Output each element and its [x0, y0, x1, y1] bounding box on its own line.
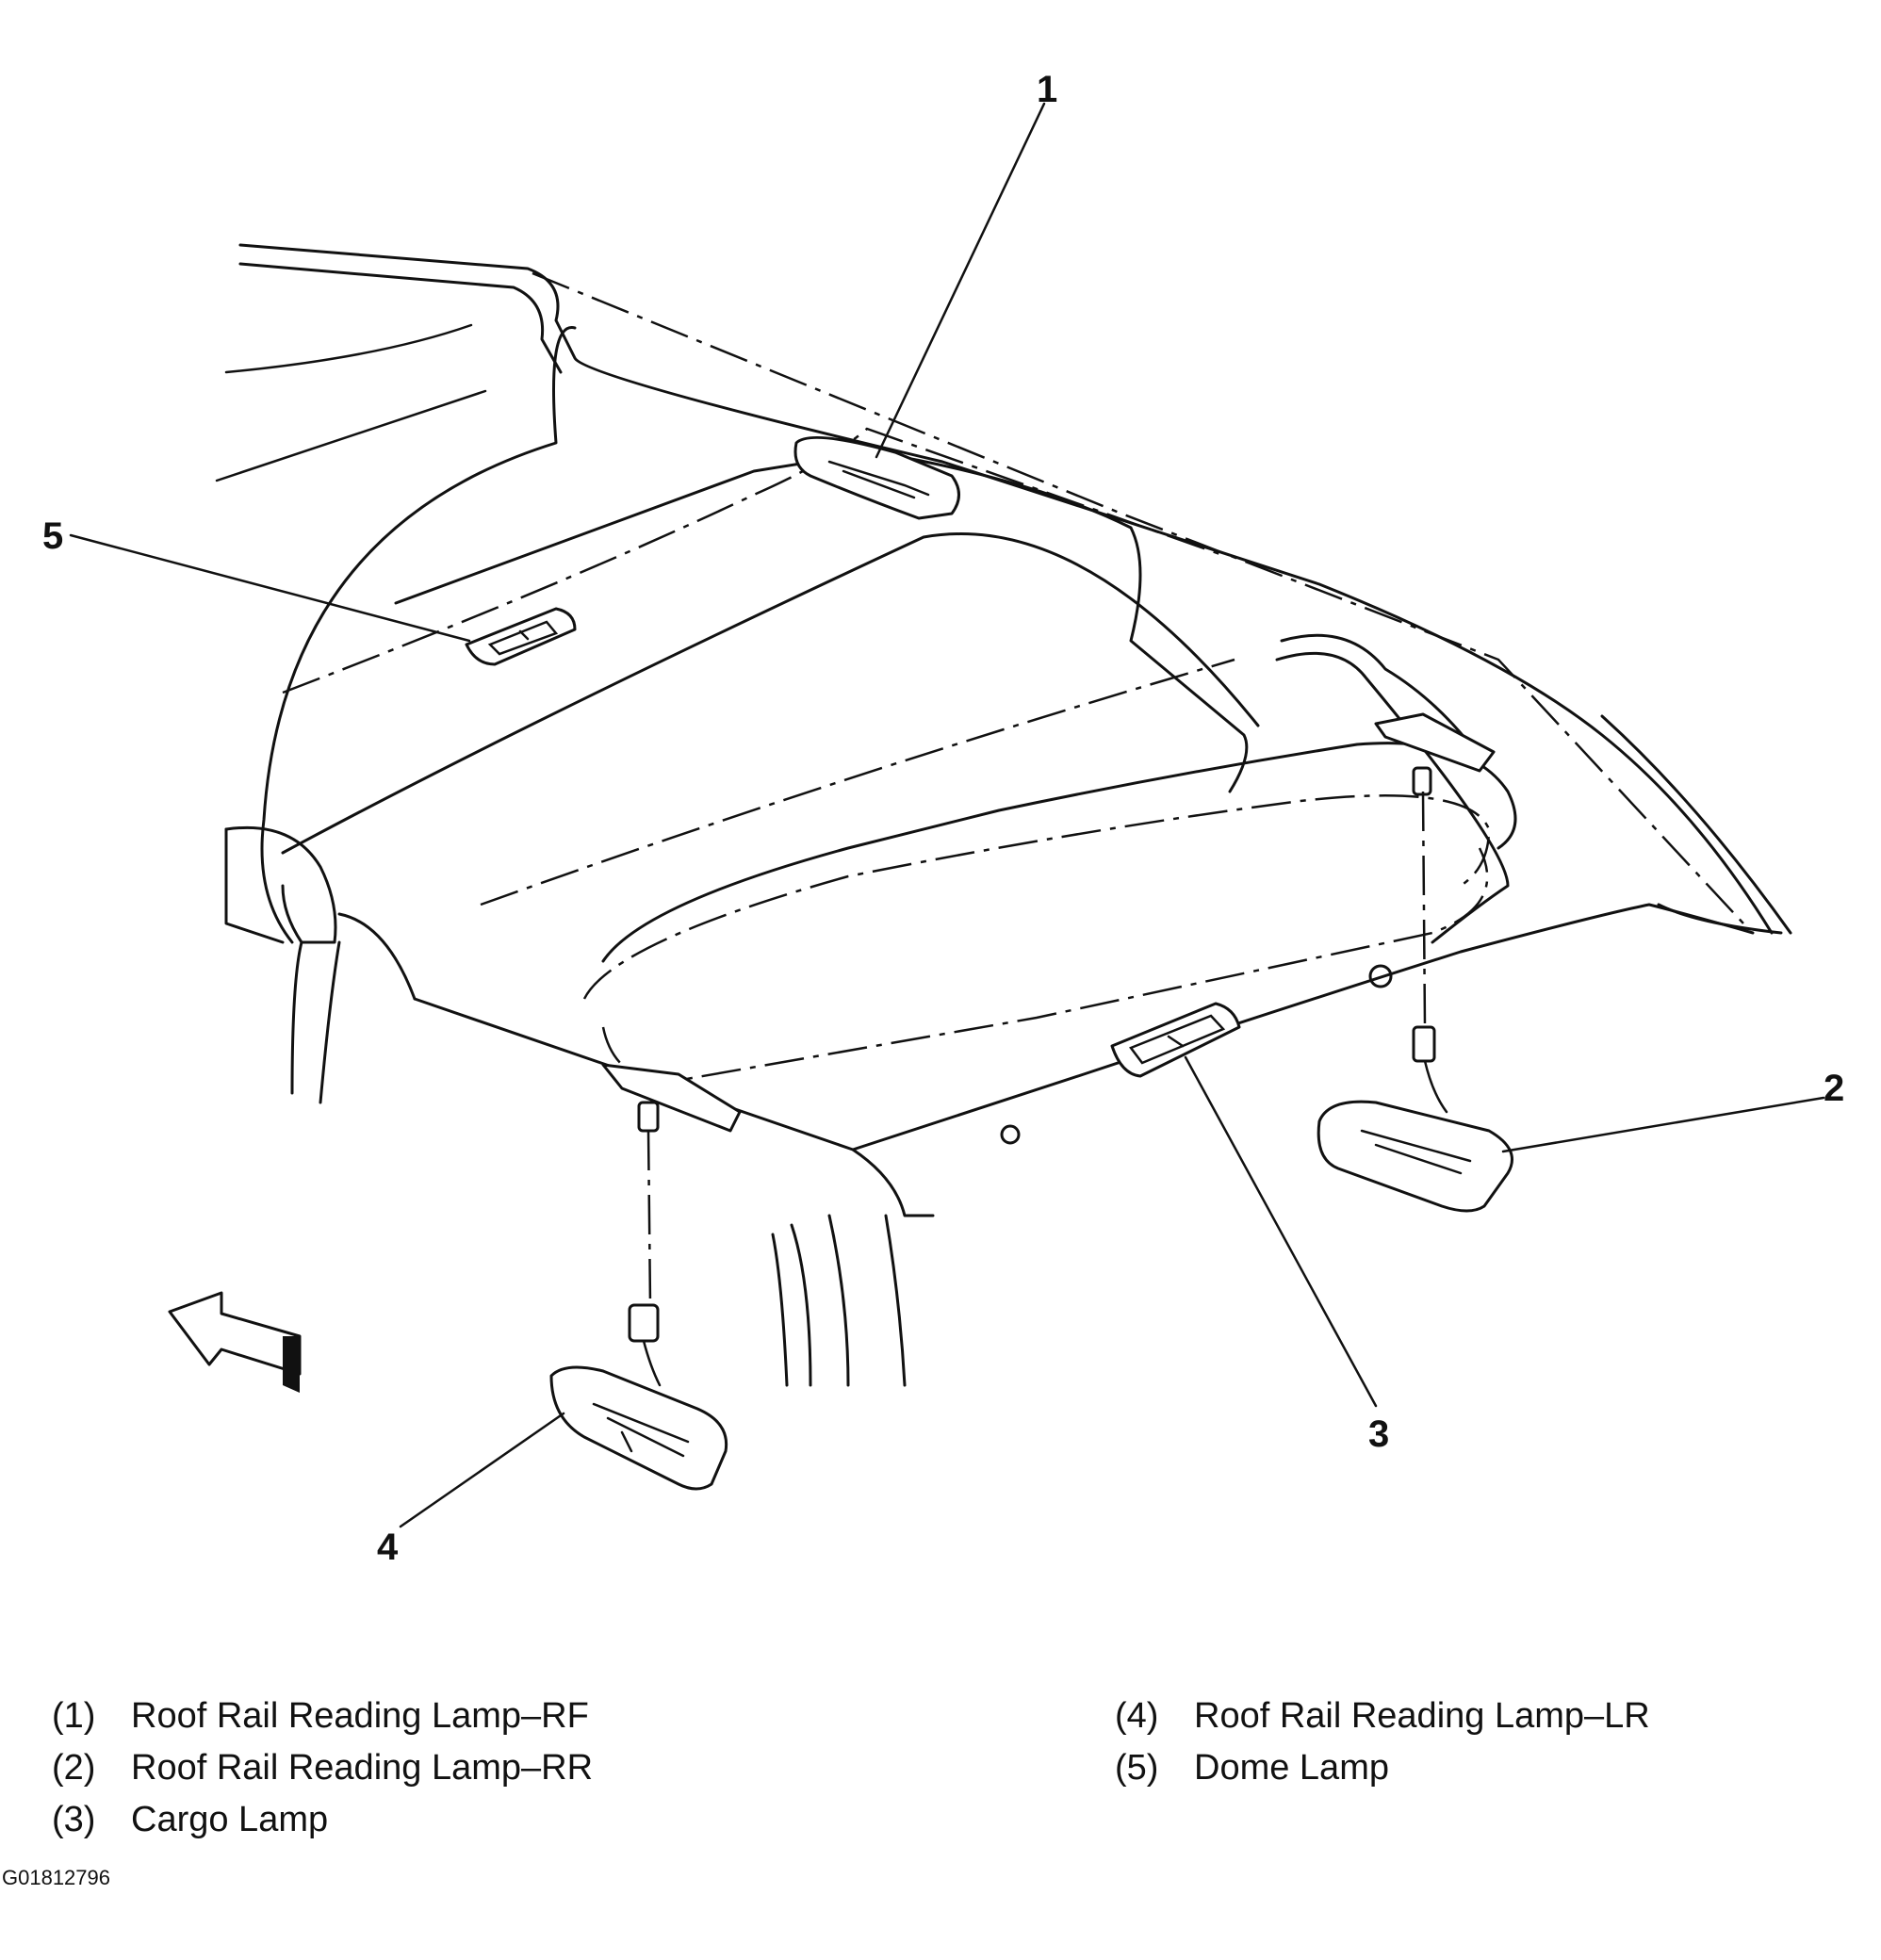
- callout-5: 5: [42, 515, 63, 557]
- legend-text: Dome Lamp: [1194, 1748, 1389, 1788]
- roof-rail-reading-lamp-rf: [793, 435, 960, 520]
- callout-3: 3: [1368, 1413, 1389, 1455]
- mounting-hole: [1368, 964, 1393, 988]
- leader-lines: [69, 102, 1825, 1528]
- legend-number: (2): [52, 1748, 96, 1788]
- headliner-lamp-diagram: 1 2 3 4 5: [42, 69, 1844, 1568]
- legend-item: (1) Roof Rail Reading Lamp–RF: [52, 1696, 589, 1737]
- legend-number: (4): [1115, 1696, 1159, 1736]
- callout-1: 1: [1037, 69, 1057, 110]
- legend-text: Cargo Lamp: [131, 1800, 329, 1839]
- front-direction-arrow: [168, 1291, 302, 1393]
- figure-id: G01812796: [2, 1866, 110, 1889]
- roof-headliner-outline: [215, 243, 1792, 1387]
- legend-number: (1): [52, 1696, 96, 1736]
- legend-item: (2) Roof Rail Reading Lamp–RR: [52, 1748, 593, 1788]
- legend-number: (5): [1115, 1748, 1159, 1788]
- legend-number: (3): [52, 1800, 96, 1839]
- roof-rail-reading-lamp-rr: [1317, 712, 1513, 1213]
- legend-item: (3) Cargo Lamp: [52, 1800, 328, 1840]
- cargo-lamp: [1110, 1002, 1241, 1078]
- dome-lamp: [465, 607, 577, 666]
- callout-4: 4: [377, 1527, 399, 1568]
- legend-item: (4) Roof Rail Reading Lamp–LR: [1115, 1696, 1650, 1737]
- roof-rail-reading-lamp-lr: [549, 1063, 742, 1491]
- callout-2: 2: [1824, 1068, 1844, 1109]
- legend-text: Roof Rail Reading Lamp–LR: [1194, 1696, 1650, 1736]
- mounting-hole: [1000, 1124, 1021, 1145]
- legend-text: Roof Rail Reading Lamp–RF: [131, 1696, 589, 1736]
- legend-item: (5) Dome Lamp: [1115, 1748, 1389, 1788]
- legend-text: Roof Rail Reading Lamp–RR: [131, 1748, 594, 1788]
